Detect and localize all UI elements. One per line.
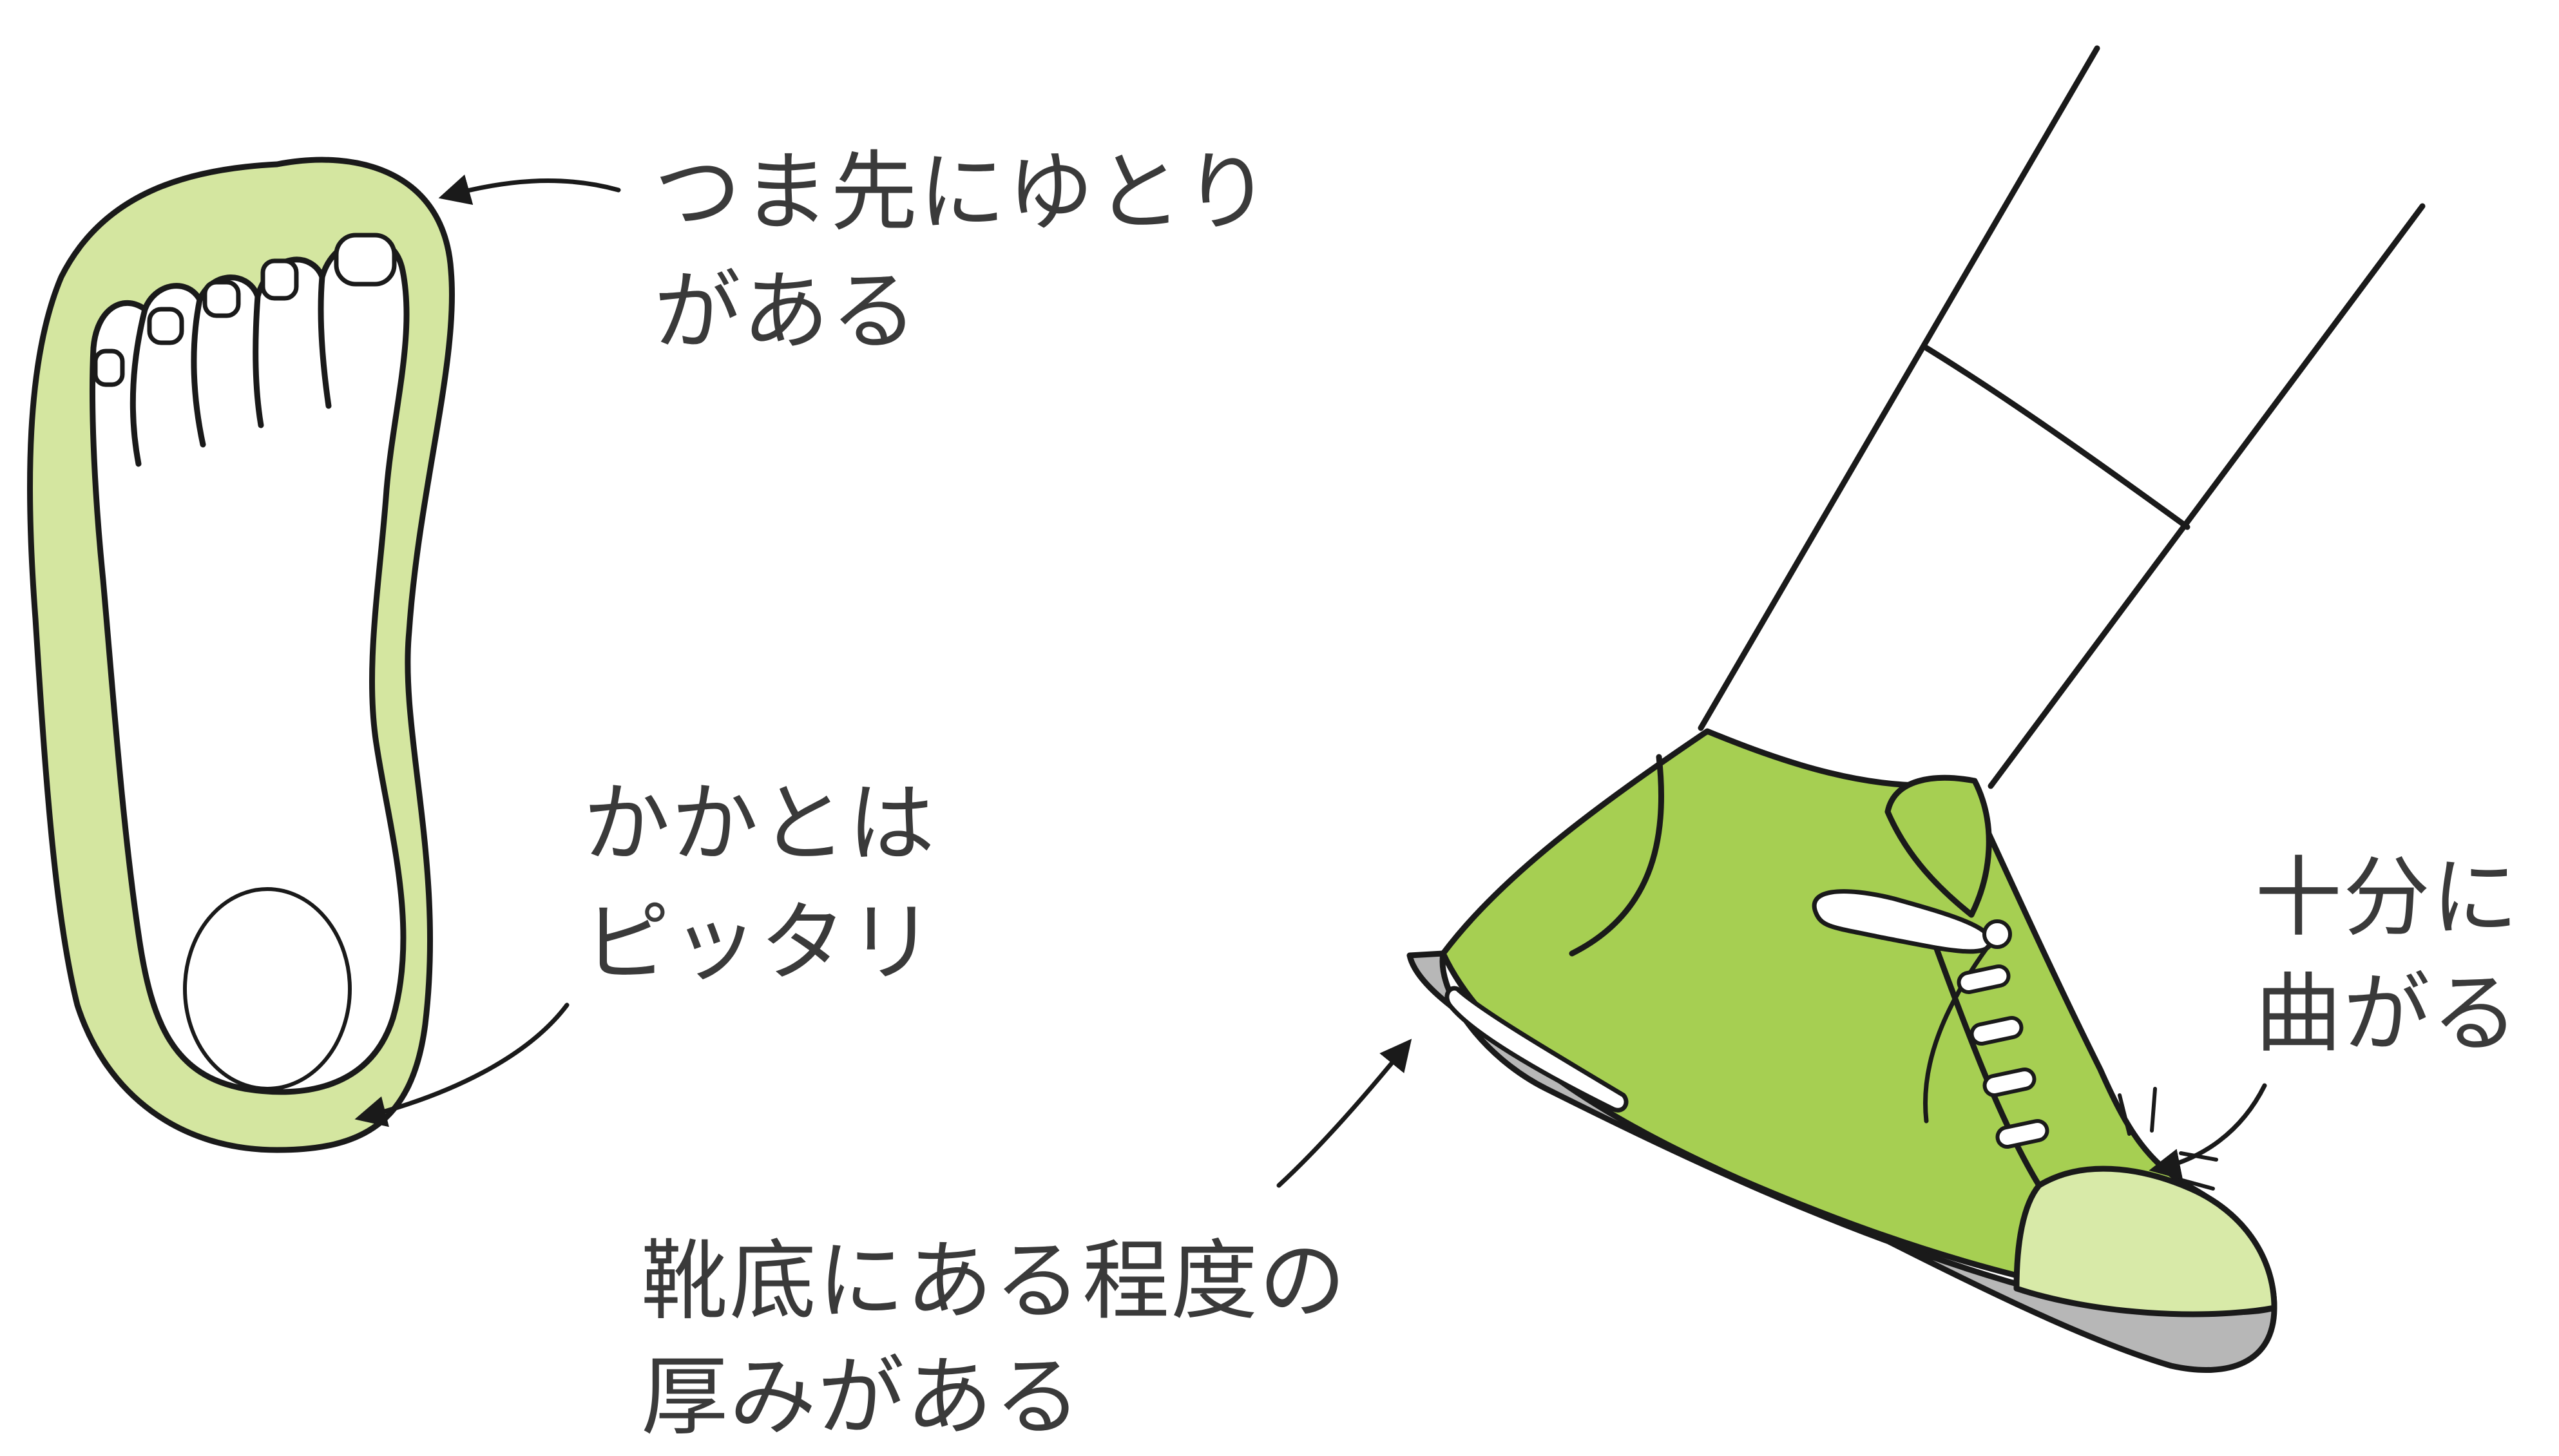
leg-outline [1698,45,2426,789]
flex-marks [2118,1087,2218,1191]
toenails [93,233,397,387]
sole-arrow-icon [1276,1039,1412,1188]
toe-arrow-icon [438,174,621,206]
heel-fit-label-1: かかとは [583,773,936,874]
toe-cap [2013,1165,2277,1317]
callout-arrows [354,174,2267,1188]
heel-arrow-icon [354,1002,570,1127]
sole-stripe [1444,986,1629,1113]
sneaker-illustration [1406,45,2426,1373]
lace-knot [1982,919,2012,949]
eyelets [1957,964,2049,1149]
bend-label-2: 曲がる [2255,963,2520,1064]
lace-strand [1922,944,1990,1124]
sock-line [1923,345,2190,530]
labels: つま先にゆとり がある かかとは ピッタリ 靴底にある程度の 厚みがある 十分に… [583,142,2520,1448]
foot-outline [89,235,410,1095]
toe-room-label-2: がある [654,261,919,362]
heel-mark [183,887,352,1091]
sole-label-1: 靴底にある程度の [641,1231,1347,1332]
bend-arrow-icon [2149,1083,2267,1180]
toe-lines [129,274,332,467]
toe-room-label-1: つま先にゆとり [654,142,1272,243]
shoe-upper [1440,728,2277,1312]
heel-fit-label-2: ピッタリ [583,892,936,993]
foot-insole-illustration [26,157,455,1153]
sole-label-2: 厚みがある [641,1346,1082,1448]
bend-label-1: 十分に [2255,847,2520,948]
heel-counter-line [1569,754,1665,957]
shoe-tongue [1884,774,1992,918]
